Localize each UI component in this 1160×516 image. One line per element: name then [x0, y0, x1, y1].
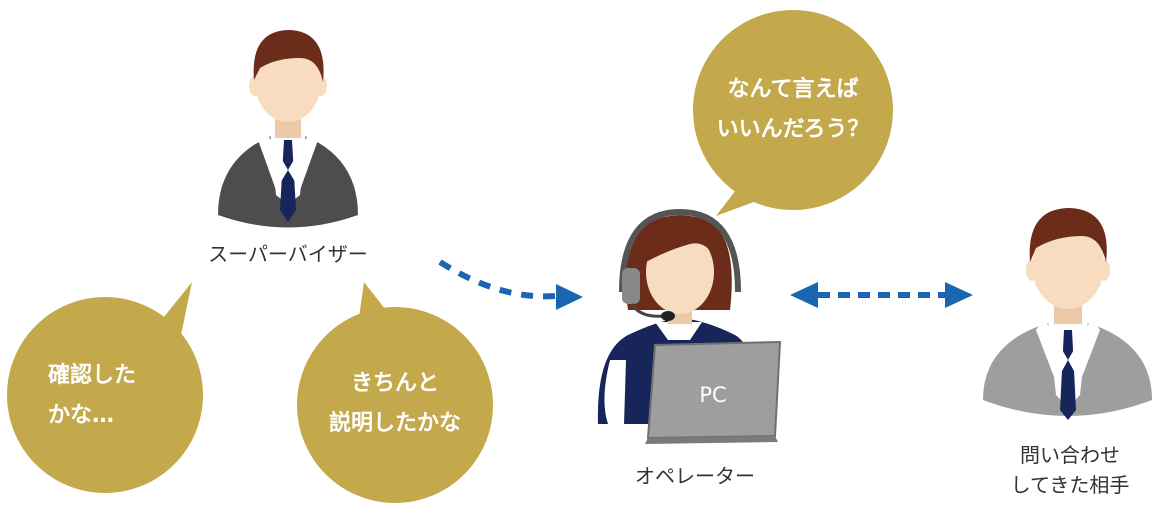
bubble-confirm — [7, 282, 203, 493]
bubble-explain-text: きちんと 説明したかな — [300, 364, 490, 444]
supervisor-label: スーパーバイザー — [208, 242, 368, 266]
bubble-operator-thought-line2: いいんだろう？ — [716, 117, 870, 142]
bubble-explain — [297, 282, 493, 503]
customer-label-line1: 問い合わせ — [1020, 443, 1120, 467]
bubble-operator-thought — [693, 10, 893, 216]
bubble-operator-thought-text: なんて言えば いいんだろう？ — [693, 70, 893, 150]
arrow-supervisor-to-operator — [438, 259, 583, 310]
bubble-explain-line2: 説明したかな — [328, 411, 461, 436]
customer-label-line2: してきた相手 — [1010, 473, 1130, 497]
operator-figure — [597, 208, 782, 444]
pc-label: PC — [699, 383, 727, 407]
arrow-operator-customer — [790, 282, 973, 308]
bubble-explain-line1: きちんと — [350, 371, 439, 396]
bubble-confirm-line2: かな… — [48, 403, 115, 428]
bubble-operator-thought-line1: なんて言えば — [727, 77, 859, 102]
customer-figure — [983, 208, 1152, 420]
bubble-confirm-line1: 確認した — [48, 363, 137, 388]
customer-label: 問い合わせ してきた相手 — [990, 440, 1150, 500]
supervisor-figure — [218, 30, 358, 228]
operator-label: オペレーター — [635, 464, 755, 488]
bubble-confirm-text: 確認した かな… — [30, 356, 198, 436]
